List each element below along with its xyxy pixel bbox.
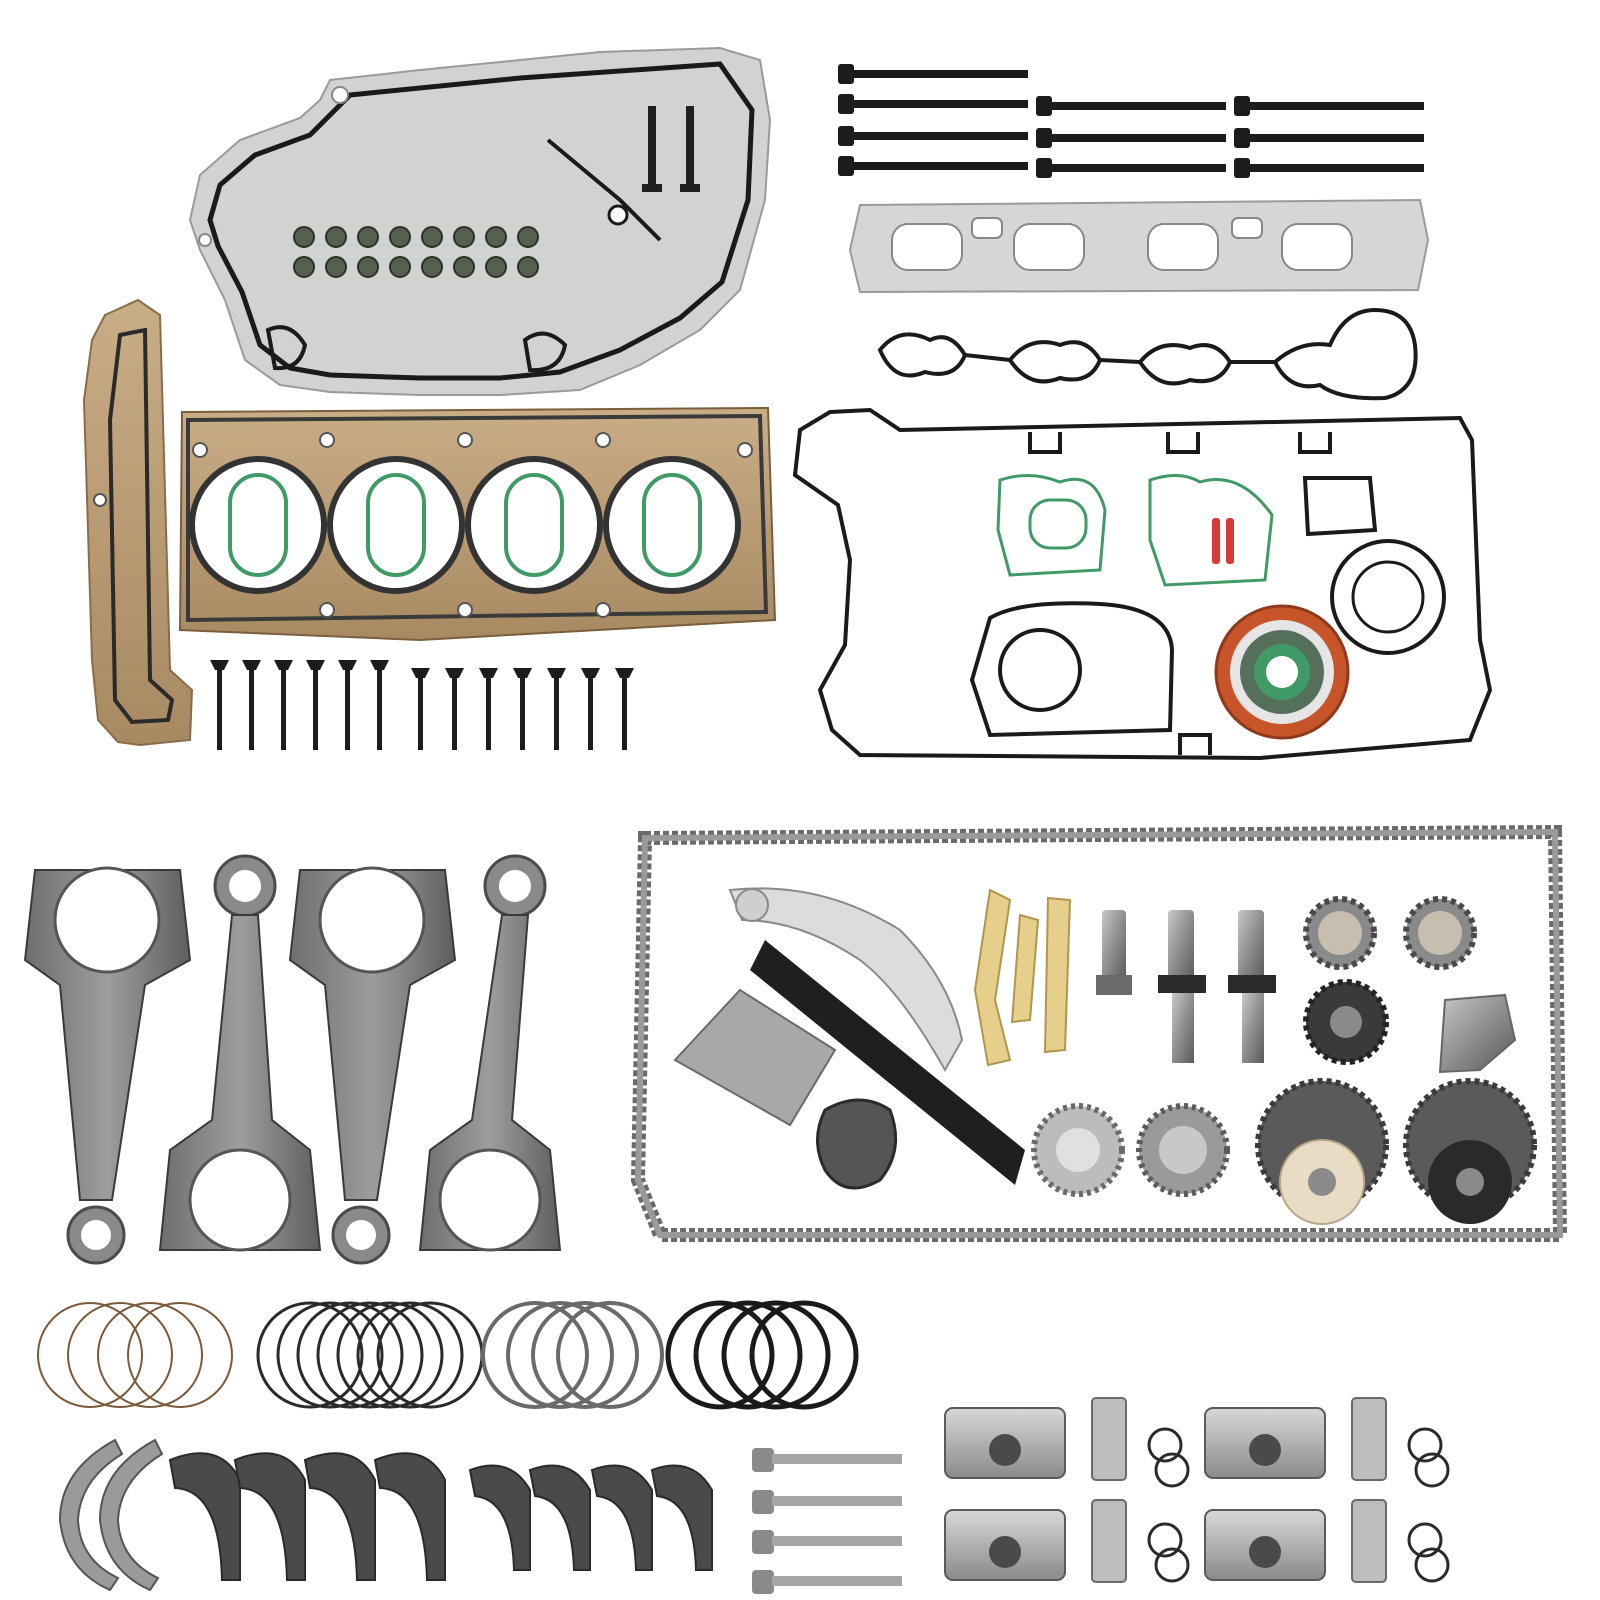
cam-cover-seals — [969, 474, 1446, 740]
timing-cover-bolts — [642, 106, 700, 192]
chain-tensioner — [1438, 993, 1517, 1074]
valve-stem-seals — [293, 226, 539, 278]
oil-pan-gasket-strip — [82, 298, 194, 747]
piston-pins — [1091, 1397, 1387, 1583]
cylinder-head-gasket — [178, 406, 777, 642]
rod-bolts — [752, 1448, 902, 1594]
pin-clips — [1147, 1427, 1450, 1583]
pistons — [944, 1407, 1326, 1581]
oil-pump-chain — [816, 1098, 898, 1190]
bearings — [58, 1438, 713, 1592]
vvt-solenoids — [1096, 910, 1276, 1063]
valve-cover-gasket — [792, 407, 1493, 761]
valves — [210, 660, 634, 750]
chain-guides — [673, 887, 1072, 1185]
intake-manifold-gasket — [877, 307, 1418, 401]
sprockets — [1031, 896, 1477, 1197]
timing-chain — [630, 824, 1568, 1242]
piston-rings — [37, 1300, 859, 1410]
connecting-rods — [23, 854, 562, 1265]
cam-phasers — [1255, 1078, 1537, 1225]
timing-cover-gasket — [188, 46, 772, 396]
head-bolts — [838, 64, 1424, 178]
exhaust-manifold-gasket — [848, 198, 1430, 294]
